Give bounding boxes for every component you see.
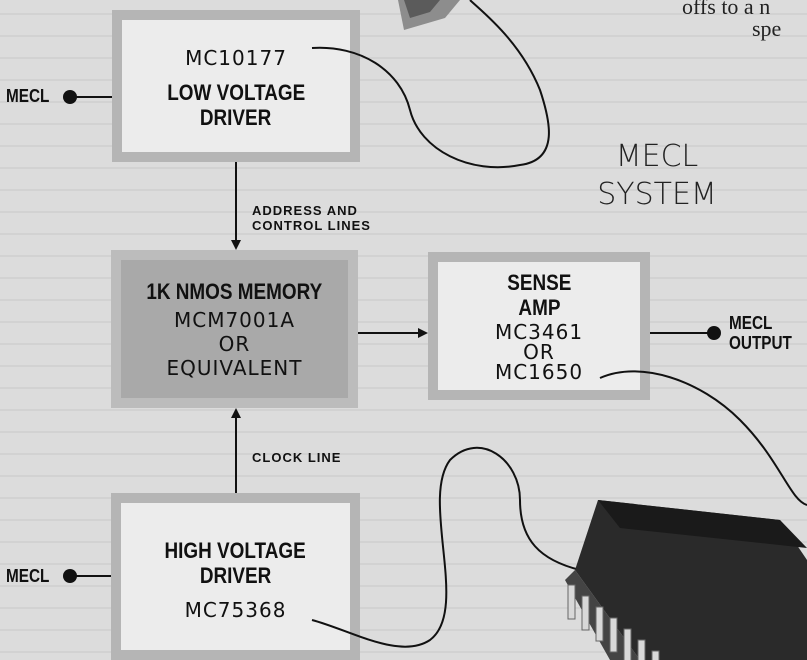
ic-pin	[624, 629, 631, 660]
address-control-label-2: CONTROL LINES	[252, 218, 371, 233]
mecl-output-label: MECL OUTPUT	[729, 313, 792, 353]
mecl-input-label-bottom: MECL	[6, 566, 49, 587]
ic-pin	[568, 585, 575, 619]
ic-pin	[652, 651, 659, 660]
callout-lead-mc1650	[600, 371, 807, 505]
ic-pin	[638, 640, 645, 660]
mecl-output-dot	[707, 326, 721, 340]
dip-ic-photo	[565, 500, 807, 660]
mecl-input-label-top: MECL	[6, 86, 49, 107]
mecl-output-label-1: MECL	[729, 313, 792, 333]
callout-lead-mc75368	[312, 448, 580, 647]
callout-lead-mc10177	[312, 0, 549, 167]
ic-pin	[582, 596, 589, 630]
mecl-output-label-2: OUTPUT	[729, 333, 792, 353]
address-control-label-1: ADDRESS AND	[252, 203, 371, 218]
ic-pin	[596, 607, 603, 641]
ic-pin	[610, 618, 617, 652]
clock-line-label: CLOCK LINE	[252, 450, 341, 465]
address-control-label: ADDRESS AND CONTROL LINES	[252, 203, 371, 233]
